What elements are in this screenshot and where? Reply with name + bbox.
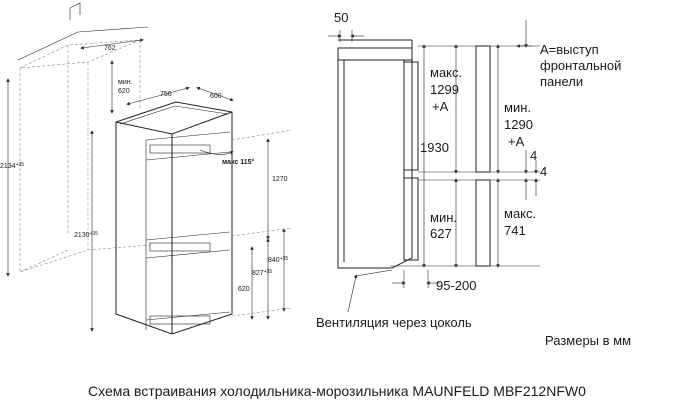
right-section-diagram: 50 — [316, 10, 621, 330]
note-a-line1: A=выступ — [540, 42, 599, 57]
top-offset-label: 50 — [334, 10, 348, 25]
svg-text:2130+35: 2130+35 — [74, 231, 98, 239]
max-top-line3: +A — [432, 99, 449, 114]
max-bottom-line1: макс. — [504, 206, 536, 221]
lower-a-label: 840+35 — [268, 256, 288, 264]
height-label: 2130+35 — [74, 231, 98, 239]
units-note: Размеры в мм — [545, 333, 631, 348]
niche-width-label: 762 — [104, 45, 116, 52]
niche-height-label: 2134+35 — [0, 162, 24, 170]
min-top-line2: 1290 — [504, 117, 533, 132]
top-section-label: 1270 — [272, 176, 288, 183]
min-depth-label-2: 620 — [118, 88, 130, 95]
door-angle-label: макс 115° — [222, 158, 255, 166]
lower-b-label: 827+35 — [252, 269, 272, 277]
front-panels — [475, 45, 491, 267]
note-a-line2: фронтальной — [540, 58, 621, 73]
appliance-body — [115, 101, 233, 335]
total-height-label: 1930 — [420, 140, 449, 155]
min-top-line1: мин. — [504, 100, 531, 115]
gap-b-label: 4 — [540, 164, 547, 179]
vent-range-label: 95-200 — [436, 278, 476, 293]
min-depth-label-1: мин. — [118, 79, 133, 86]
max-top-line1: макс. — [430, 65, 462, 80]
depth-label: 600 — [210, 93, 222, 100]
left-iso-diagram: 762 мин. 620 756 600 2134+35 2130+35 мак… — [0, 2, 293, 335]
max-bottom-line2: 741 — [504, 223, 526, 238]
svg-text:2134+35: 2134+35 — [0, 162, 24, 170]
min-bottom-line2: 627 — [430, 226, 452, 241]
min-top-line3: +A — [508, 134, 525, 149]
appliance-side-view — [337, 39, 419, 269]
max-top-line2: 1299 — [430, 82, 459, 97]
lower-c-label: 620 — [238, 286, 250, 293]
width-label: 756 — [160, 91, 172, 98]
min-bottom-line1: мин. — [430, 210, 457, 225]
svg-text:840+35: 840+35 — [268, 256, 288, 264]
vent-label: Вентиляция через цоколь — [316, 315, 472, 330]
gap-a-label: 4 — [530, 148, 537, 163]
svg-text:827+35: 827+35 — [252, 269, 272, 277]
note-a-line3: панели — [540, 74, 583, 89]
diagram-caption: Схема встраивания холодильника-морозильн… — [88, 383, 586, 399]
